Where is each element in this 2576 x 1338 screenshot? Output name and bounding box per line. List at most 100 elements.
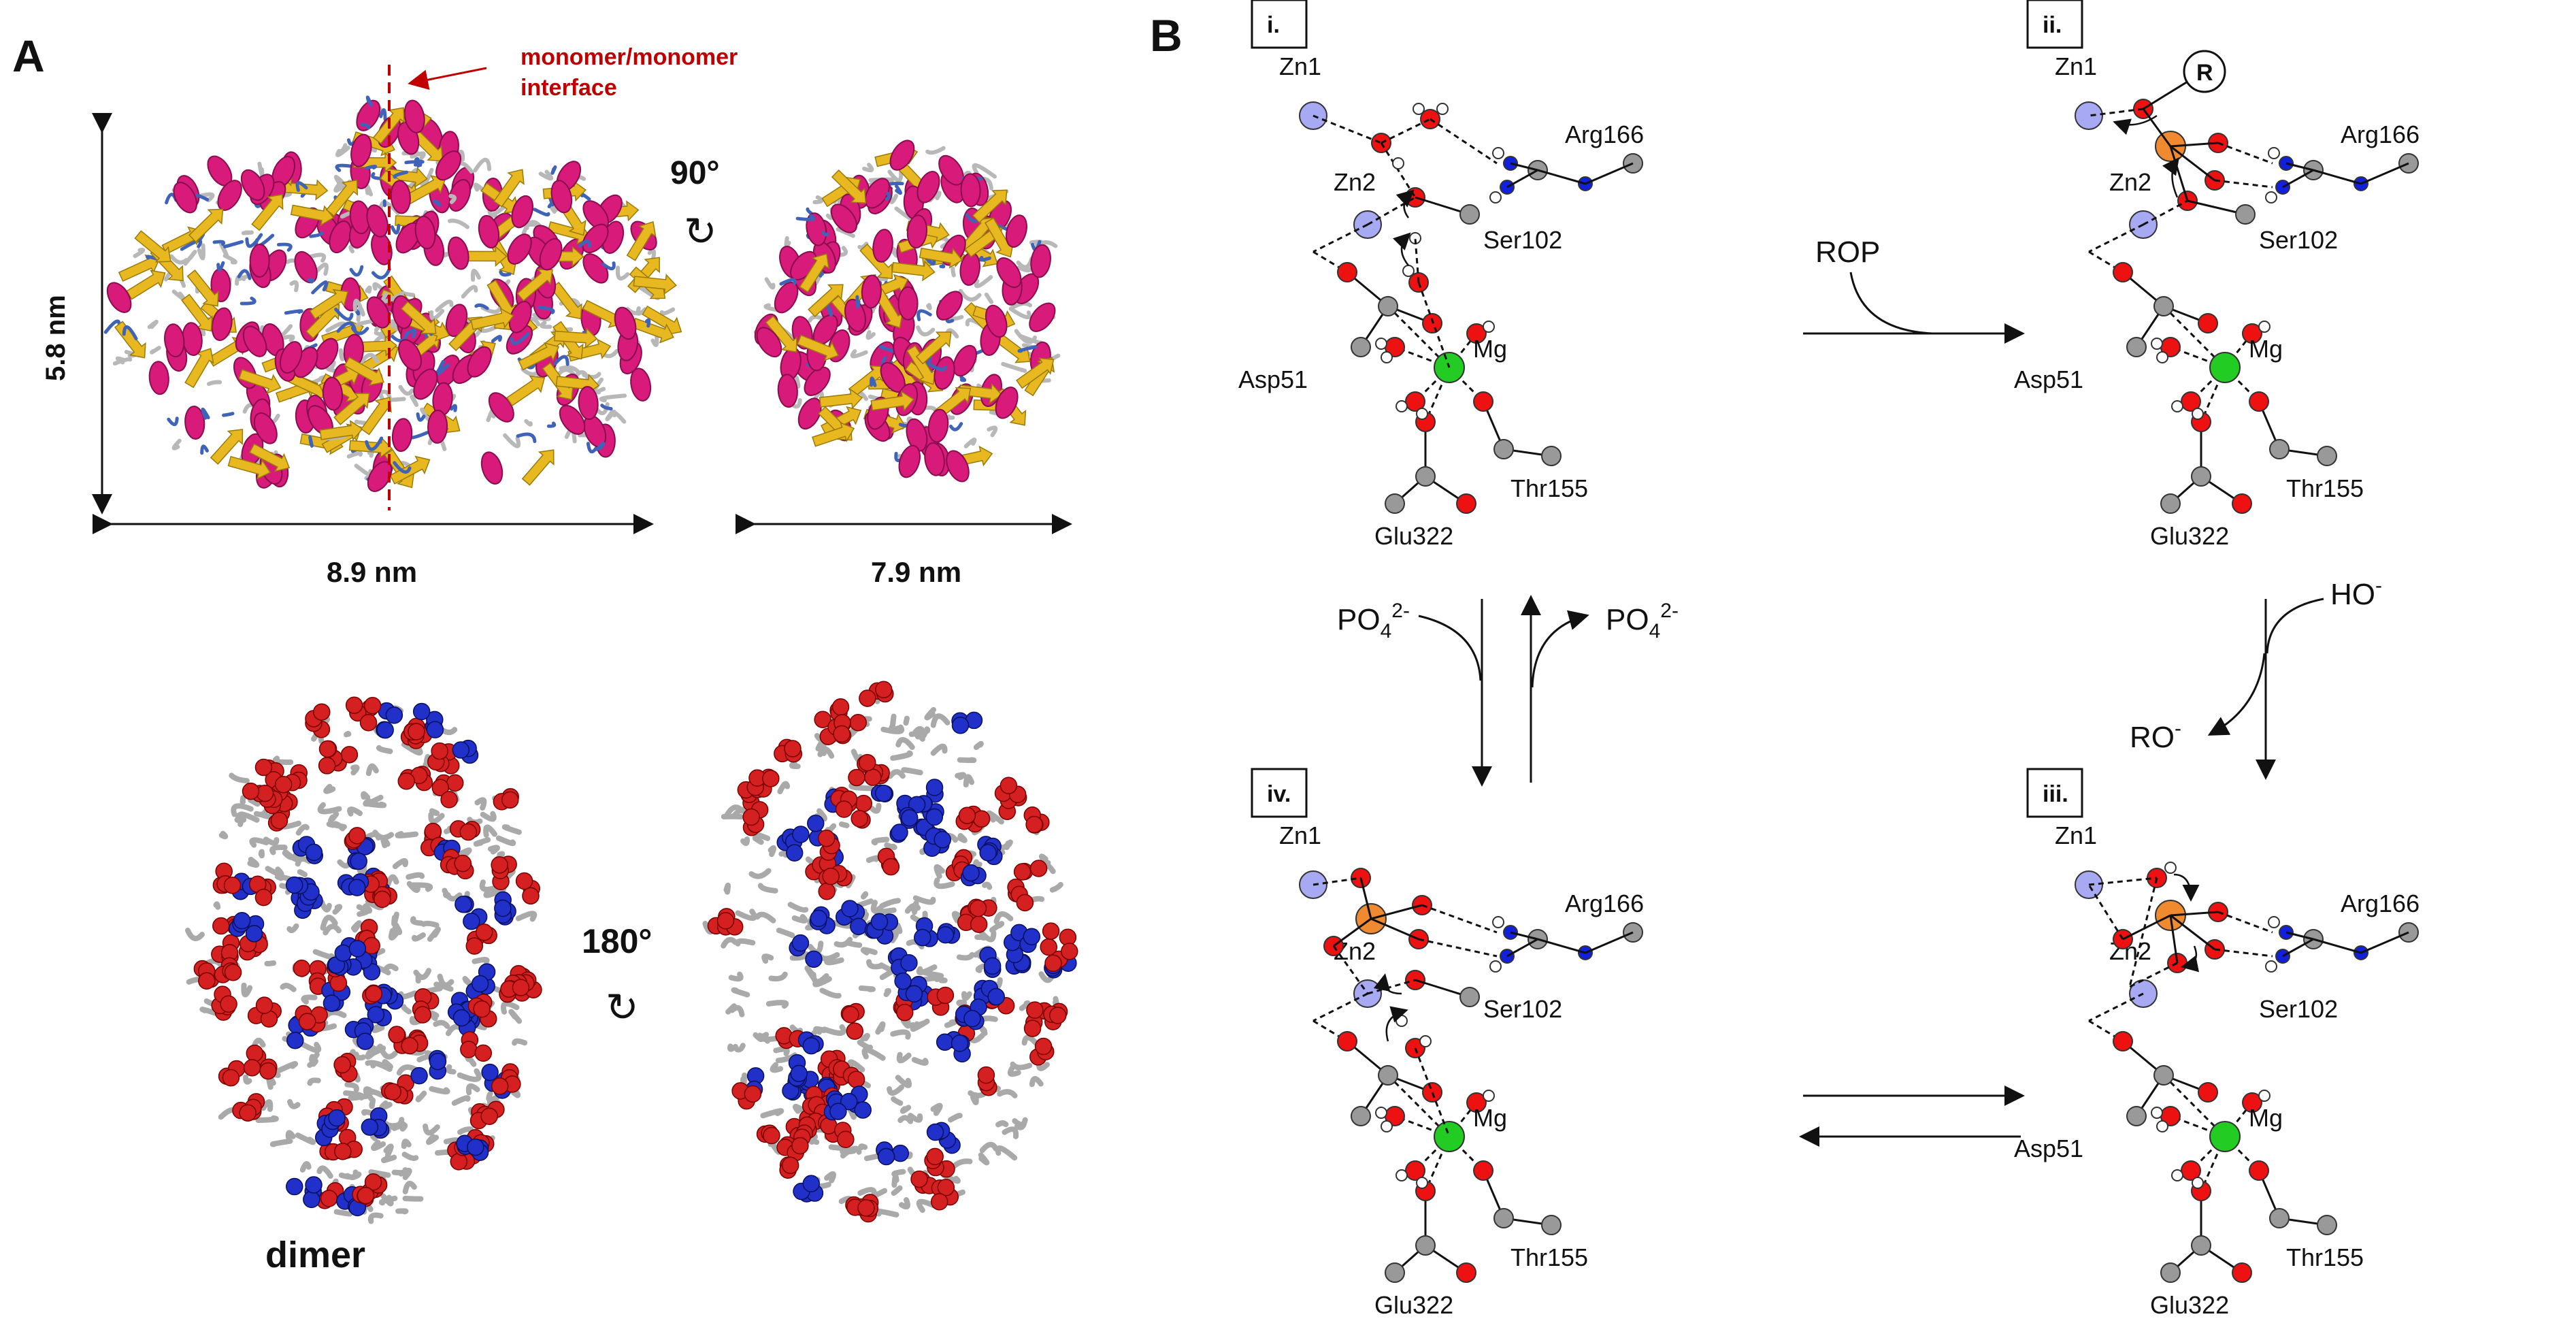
grey-ribbon xyxy=(768,971,788,982)
coordination-bond xyxy=(2088,877,2158,886)
grey-ribbon xyxy=(265,866,284,878)
grey-ribbon xyxy=(243,1074,252,1085)
beta-strand xyxy=(642,305,682,336)
loop-segment xyxy=(335,163,352,172)
coil-segment xyxy=(206,380,222,387)
grey-ribbon xyxy=(896,1051,912,1064)
acidic-residue xyxy=(977,1066,995,1084)
basic-residue xyxy=(802,1175,821,1192)
coordination-bond xyxy=(1414,238,1420,283)
grey-ribbon xyxy=(1007,1064,1021,1077)
grey-ribbon xyxy=(474,797,487,811)
acidic-residue xyxy=(744,1085,762,1103)
acidic-residue xyxy=(459,823,478,841)
arg166-label: Arg166 xyxy=(1565,120,1644,148)
acidic-residue xyxy=(763,1126,780,1145)
oxygen-atom xyxy=(1337,262,1357,282)
acidic-residue xyxy=(239,1104,257,1122)
grey-ribbon xyxy=(1029,1076,1044,1088)
loop-segment xyxy=(195,193,210,201)
beta-strand xyxy=(506,375,546,406)
hydrogen-atom xyxy=(2192,408,2204,420)
carbon-atom xyxy=(1493,1208,1514,1228)
carbon-atom xyxy=(2126,337,2147,357)
hydrogen-atom xyxy=(1375,338,1387,350)
ho-curve-in xyxy=(2266,598,2324,654)
basic-residue xyxy=(840,1092,858,1111)
acidic-residue xyxy=(926,1147,944,1166)
hydrogen-atom xyxy=(1436,103,1449,115)
grey-ribbon xyxy=(887,769,906,779)
basic-residue xyxy=(233,911,251,930)
grey-ribbon xyxy=(501,824,522,835)
coil-segment xyxy=(868,177,895,184)
coil-segment xyxy=(972,163,997,179)
acidic-residue xyxy=(254,758,273,777)
helix-segment xyxy=(478,214,500,249)
mechanism-state-iii: iii.MgAsp51Thr155Glu322Zn1Zn2Arg166Ser10… xyxy=(2014,768,2420,1319)
grey-ribbon xyxy=(401,741,423,756)
acidic-residue xyxy=(515,872,533,890)
hydrogen-atom xyxy=(2192,1177,2204,1189)
ho-label: HO- xyxy=(2330,574,2382,611)
ser102-label: Ser102 xyxy=(1483,995,1562,1023)
oxygen-atom xyxy=(2232,493,2252,514)
coordination-bond xyxy=(1367,979,1416,995)
covalent-bond xyxy=(2313,938,2362,954)
grey-ribbon xyxy=(428,811,445,824)
beta-strand xyxy=(344,356,384,386)
loop-segment xyxy=(959,375,967,382)
carbon-atom xyxy=(2191,1235,2211,1256)
coil-segment xyxy=(926,303,932,310)
state-box xyxy=(2026,0,2083,49)
helix-segment xyxy=(329,220,352,254)
basic-residue xyxy=(951,1034,969,1052)
coil-segment xyxy=(540,321,552,329)
electron-push-arrow xyxy=(1385,1006,1408,1042)
grey-ribbon xyxy=(787,902,809,913)
grey-ribbon xyxy=(899,1197,910,1210)
coil-segment xyxy=(435,299,454,312)
basic-residue xyxy=(979,844,997,862)
basic-residue xyxy=(791,934,810,952)
acidic-residue xyxy=(858,753,876,772)
basic-residue xyxy=(350,852,367,870)
acidic-residue xyxy=(1000,777,1018,794)
grey-ribbon xyxy=(912,895,936,905)
grey-ribbon xyxy=(500,1000,520,1015)
coil-segment xyxy=(615,265,630,281)
loop-segment xyxy=(416,412,426,422)
basic-residue xyxy=(987,988,1005,1006)
grey-ribbon xyxy=(897,1115,914,1124)
loop-segment xyxy=(578,239,592,248)
water-oxygen xyxy=(1466,1092,1487,1113)
grey-ribbon xyxy=(381,1154,397,1164)
thr155-label: Thr155 xyxy=(2286,474,2364,502)
zn1-label: Zn1 xyxy=(1279,52,1321,80)
coil-segment xyxy=(524,419,533,427)
grey-ribbon xyxy=(406,872,425,880)
acidic-residue xyxy=(298,1013,316,1030)
electron-push-arrow xyxy=(2181,945,2200,973)
magnesium-ion xyxy=(2209,352,2241,383)
loop-segment xyxy=(499,270,512,277)
grey-ribbon xyxy=(495,835,516,847)
arg166-label: Arg166 xyxy=(2341,120,2420,148)
water-oxygen xyxy=(2242,1092,2262,1113)
grey-ribbon xyxy=(350,920,362,933)
acidic-residue xyxy=(364,1173,382,1191)
hydrogen-atom xyxy=(1375,1107,1387,1119)
hydrogen-atom xyxy=(1381,351,1393,363)
loop-segment xyxy=(491,335,503,343)
coil-segment xyxy=(984,292,994,304)
acidic-residue xyxy=(855,794,872,813)
loop-segment xyxy=(939,263,946,269)
helix-segment xyxy=(924,442,945,476)
grey-ribbon xyxy=(383,1143,394,1158)
grey-ribbon xyxy=(752,835,764,845)
coil-segment xyxy=(352,299,363,312)
grey-ribbon xyxy=(840,1145,862,1159)
carbon-atom xyxy=(2126,1106,2147,1126)
helix-segment xyxy=(467,346,492,378)
